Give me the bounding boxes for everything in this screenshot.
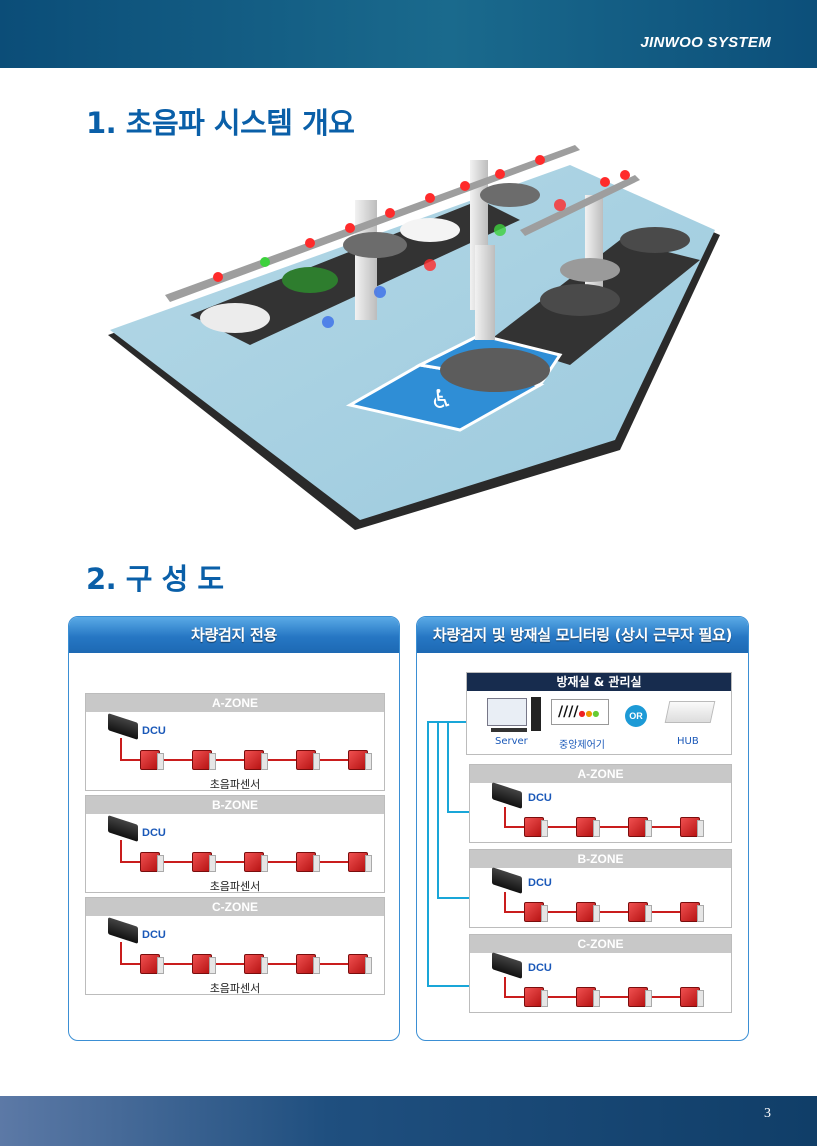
ultrasonic-sensor-icon	[576, 902, 600, 922]
dcu-device-icon	[108, 713, 138, 740]
control-room: 방재실 & 관리실 Server ////●●● 중앙제어기 OR HUB	[466, 672, 732, 755]
ultrasonic-sensor-icon	[140, 852, 164, 872]
dcu-label: DCU	[142, 827, 166, 839]
zone-title: C-ZONE	[86, 898, 384, 916]
wire	[120, 861, 356, 863]
ultrasonic-sensor-icon	[348, 954, 372, 974]
zone-b: B-ZONE DCU 초음파센서	[85, 795, 385, 893]
zone-title: B-ZONE	[470, 850, 731, 868]
wire	[504, 977, 506, 997]
dcu-label: DCU	[528, 962, 552, 974]
ultrasonic-sensor-icon	[576, 817, 600, 837]
ultrasonic-sensor-icon	[244, 750, 268, 770]
dcu-device-icon	[108, 917, 138, 944]
sensor-caption: 초음파센서	[209, 880, 261, 893]
keyboard-icon	[491, 728, 527, 732]
panel-detection-monitoring: 차량검지 및 방재실 모니터링 (상시 근무자 필요) 방재실 & 관리실 Se…	[416, 616, 749, 1041]
dcu-label: DCU	[142, 725, 166, 737]
ultrasonic-sensor-icon	[296, 954, 320, 974]
ultrasonic-sensor-icon	[628, 817, 652, 837]
wire	[120, 738, 122, 760]
ultrasonic-sensor-icon	[244, 954, 268, 974]
brand-name: JINWOO SYSTEM	[640, 34, 771, 51]
page-footer: 3	[0, 1096, 817, 1146]
zone-a: A-ZONE DCU	[469, 764, 732, 843]
link-line	[447, 721, 449, 811]
zone-title: B-ZONE	[86, 796, 384, 814]
sensor-caption: 초음파센서	[209, 778, 261, 791]
ultrasonic-sensor-icon	[628, 987, 652, 1007]
sensor-caption: 초음파센서	[209, 982, 261, 995]
ultrasonic-sensor-icon	[524, 902, 548, 922]
zone-title: C-ZONE	[470, 935, 731, 953]
dcu-device-icon	[108, 815, 138, 842]
ultrasonic-sensor-icon	[680, 817, 704, 837]
ultrasonic-sensor-icon	[140, 954, 164, 974]
panel-vehicle-detection-only: 차량검지 전용 A-ZONE DCU 초음파센서 B-ZONE DCU 초음파센…	[68, 616, 400, 1041]
wire	[120, 759, 356, 761]
dcu-device-icon	[492, 782, 522, 809]
ultrasonic-sensor-icon	[192, 852, 216, 872]
ultrasonic-sensor-icon	[524, 987, 548, 1007]
monitor-icon	[487, 698, 527, 726]
ultrasonic-sensor-icon	[296, 852, 320, 872]
central-controller-icon: ////●●●	[551, 699, 609, 725]
section-title-overview: 1. 초음파 시스템 개요	[86, 106, 355, 140]
dcu-label: DCU	[142, 929, 166, 941]
section-title-composition: 2. 구 성 도	[86, 562, 224, 596]
svg-text:♿: ♿	[430, 385, 453, 415]
link-line	[437, 721, 439, 897]
ultrasonic-sensor-icon	[524, 817, 548, 837]
ultrasonic-sensor-icon	[192, 750, 216, 770]
dcu-device-icon	[492, 867, 522, 894]
zone-c: C-ZONE DCU	[469, 934, 732, 1013]
server-tower-icon	[531, 697, 541, 731]
dcu-device-icon	[492, 952, 522, 979]
ultrasonic-sensor-icon	[628, 902, 652, 922]
hub-icon	[664, 701, 716, 723]
page-header: JINWOO SYSTEM	[0, 0, 817, 68]
link-line	[437, 897, 471, 899]
wire	[504, 807, 506, 827]
ultrasonic-sensor-icon	[348, 852, 372, 872]
dcu-label: DCU	[528, 877, 552, 889]
or-badge: OR	[625, 705, 647, 727]
page-number: 3	[764, 1106, 771, 1121]
ultrasonic-sensor-icon	[576, 987, 600, 1007]
ultrasonic-sensor-icon	[680, 902, 704, 922]
zone-a: A-ZONE DCU 초음파센서	[85, 693, 385, 791]
hub-label: HUB	[677, 736, 699, 747]
server-label: Server	[495, 736, 528, 747]
ultrasonic-sensor-icon	[348, 750, 372, 770]
panel-title: 차량검지 전용	[69, 617, 399, 653]
link-line	[427, 721, 429, 985]
zone-title: A-ZONE	[86, 694, 384, 712]
ultrasonic-sensor-icon	[296, 750, 320, 770]
control-room-title: 방재실 & 관리실	[467, 673, 731, 691]
ultrasonic-sensor-icon	[192, 954, 216, 974]
ultrasonic-sensor-icon	[680, 987, 704, 1007]
parking-illustration: ♿ ♿	[108, 145, 720, 530]
dcu-label: DCU	[528, 792, 552, 804]
zone-c: C-ZONE DCU 초음파센서	[85, 897, 385, 995]
wire	[120, 942, 122, 964]
link-line	[427, 985, 471, 987]
link-line	[447, 811, 471, 813]
ultrasonic-sensor-icon	[140, 750, 164, 770]
zone-b: B-ZONE DCU	[469, 849, 732, 928]
controller-label: 중앙제어기	[559, 740, 605, 751]
wire	[120, 840, 122, 862]
wire	[504, 892, 506, 912]
ultrasonic-sensor-icon	[244, 852, 268, 872]
wire	[120, 963, 356, 965]
panel-title: 차량검지 및 방재실 모니터링 (상시 근무자 필요)	[417, 617, 748, 653]
zone-title: A-ZONE	[470, 765, 731, 783]
